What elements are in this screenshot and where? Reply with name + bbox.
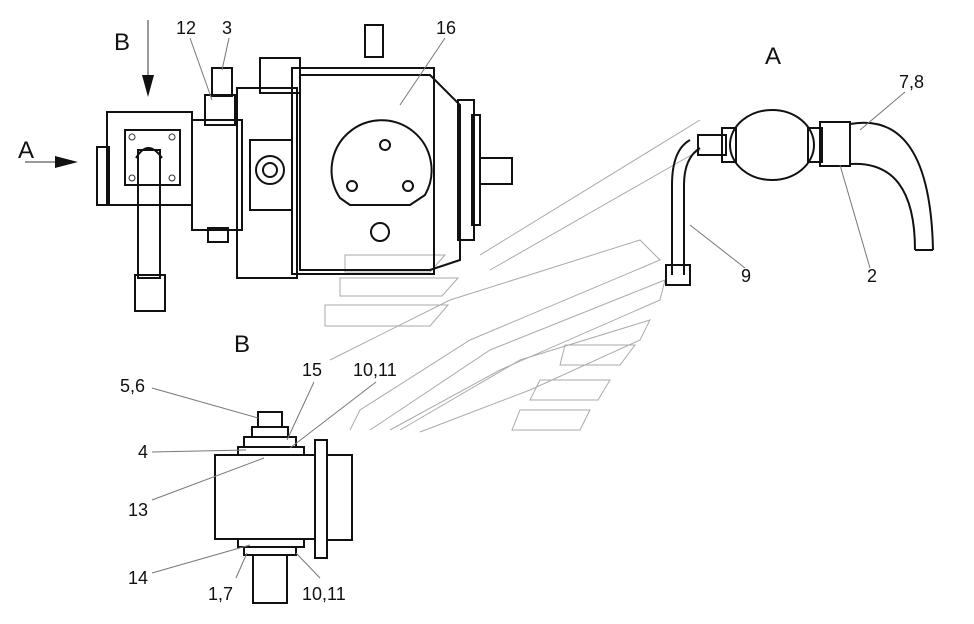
callout-12: 12 (176, 18, 196, 38)
view-a-label: A (18, 137, 34, 164)
leader-lines (151, 37, 906, 579)
callout-4: 4 (138, 442, 148, 462)
view-arrows (25, 20, 154, 168)
callout-10-11-bottom: 10,11 (302, 584, 346, 604)
view-b-label: B (114, 29, 130, 56)
callout-7-8: 7,8 (899, 72, 924, 92)
callout-1-7: 1,7 (208, 584, 233, 604)
callout-13: 13 (128, 500, 148, 520)
callout-16: 16 (436, 18, 456, 38)
detail-a-title: A (765, 43, 781, 70)
callout-2: 2 (867, 266, 877, 286)
callout-14: 14 (128, 568, 148, 588)
callout-15: 15 (302, 360, 322, 380)
detail-b-title: B (234, 331, 250, 358)
callout-10-11-top: 10,11 (353, 360, 397, 380)
detail-b-view (214, 411, 353, 604)
arrow-a-head (55, 156, 78, 168)
watermark (324, 119, 701, 433)
arrow-b-head (142, 75, 154, 97)
callout-3: 3 (222, 18, 232, 38)
callout-5-6: 5,6 (120, 376, 145, 396)
callout-9: 9 (741, 266, 751, 286)
accumulator-detail (665, 109, 934, 286)
pump-assembly (96, 24, 513, 312)
